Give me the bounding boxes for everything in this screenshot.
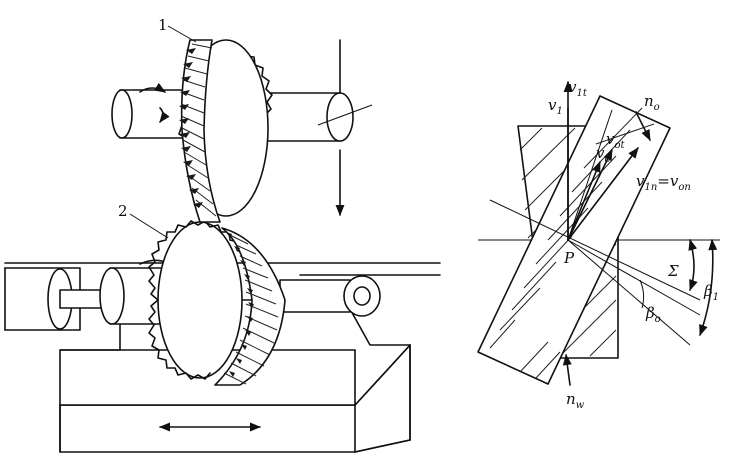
part-label-1: 1 [158,16,168,34]
label-v0t: vot [606,130,626,151]
workpiece-gear-2: 2 [118,202,286,386]
label-v0: vo [596,144,611,165]
headstock-block [4,267,116,331]
tailstock-center [279,275,381,317]
part-leader-1 [167,25,197,43]
label-v1t: v1t [568,78,588,99]
beta0-arc [639,279,645,309]
beta0-ref-line [567,239,701,316]
beta1-arc [699,238,718,337]
label-sigma: Σ [667,262,679,280]
label-v1n-equation: v1n=von [636,172,691,193]
n0-arrow [635,111,651,142]
v0t-vector [567,148,613,241]
nw-arrow [562,353,572,386]
label-P: P [563,249,575,267]
v1n-vector [567,147,639,241]
left-machine-illustration: 2 [4,16,441,453]
velocity-vectors [562,80,651,386]
sigma-arc [688,238,698,292]
normal-line [489,199,701,301]
axis-line [567,109,613,241]
label-v1: v1 [548,96,563,117]
right-velocity-diagram: v1t v1 no vot vo v1n=von P Σ β1 βo nw [477,78,720,411]
part-label-2: 2 [118,202,128,220]
beta1-ref-line [567,239,691,346]
part-leader-2 [129,213,169,239]
label-beta0: βo [645,304,661,325]
label-n0: no [644,92,660,113]
label-nw: nw [566,390,585,411]
shaving-cutter-gear-1: 1 [158,16,273,223]
label-beta1: β1 [703,282,719,303]
v0-vector [567,160,601,241]
